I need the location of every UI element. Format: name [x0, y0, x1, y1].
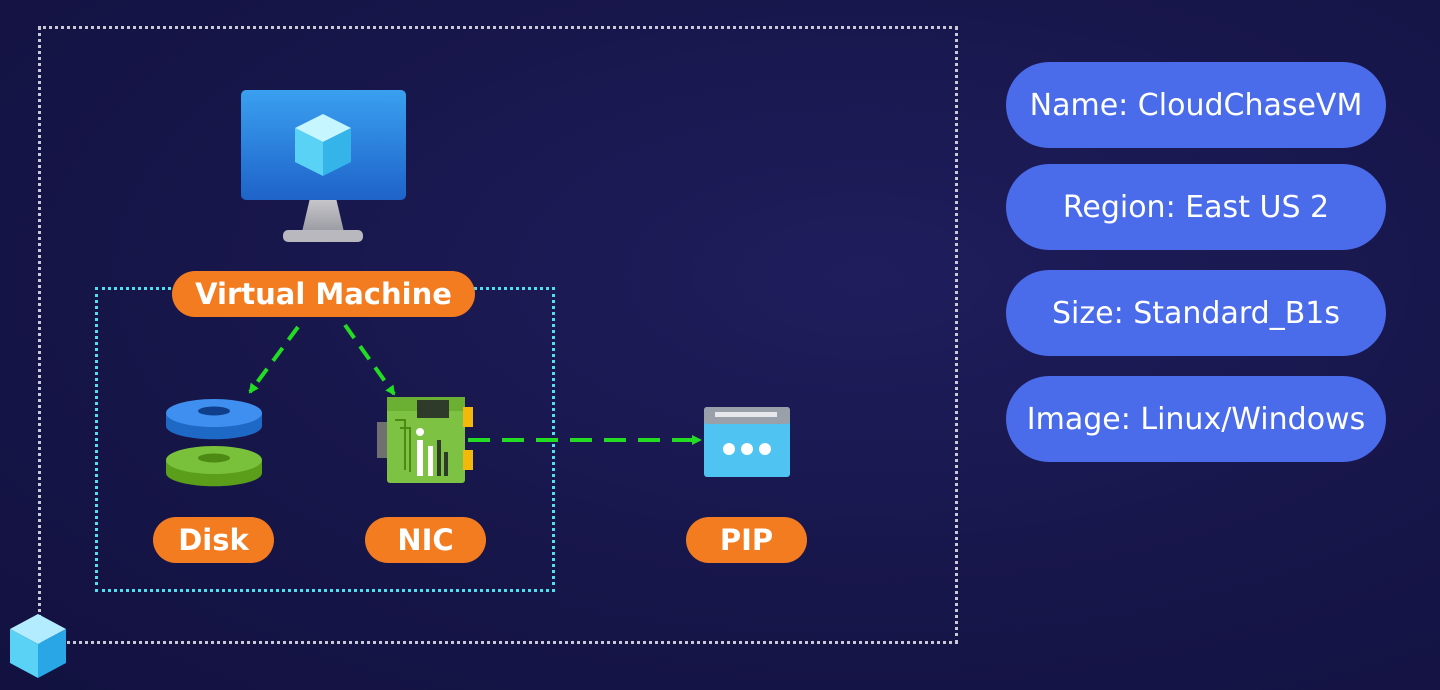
disk-label: Disk: [153, 517, 274, 563]
spec-region: Region: East US 2: [1006, 164, 1386, 250]
spec-size: Size: Standard_B1s: [1006, 270, 1386, 356]
spec-name: Name: CloudChaseVM: [1006, 62, 1386, 148]
resource-group-cube-icon: [10, 614, 66, 678]
pip-label: PIP: [686, 517, 807, 563]
nic-label: NIC: [365, 517, 486, 563]
disk-icon: [166, 399, 262, 487]
vm-label: Virtual Machine: [172, 271, 475, 317]
spec-image: Image: Linux/Windows: [1006, 376, 1386, 462]
resource-group-boundary: [38, 26, 958, 644]
pip-icon: [704, 407, 790, 477]
nic-icon: [377, 397, 473, 483]
monitor-icon: [241, 90, 406, 242]
arrow-vm-to-disk: [248, 325, 300, 394]
arrow-vm-to-nic: [343, 323, 396, 396]
